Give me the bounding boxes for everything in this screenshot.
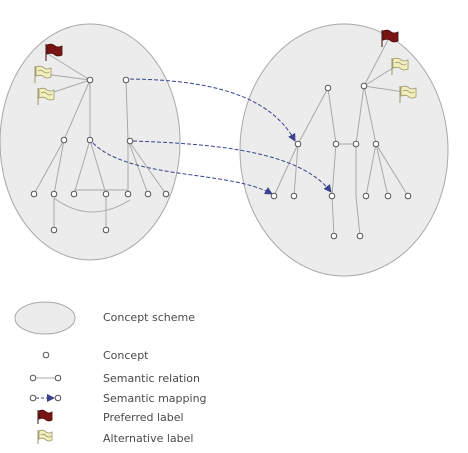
concept-node-icon	[29, 394, 37, 402]
legend-label-semantic-relation: Semantic relation	[103, 372, 200, 385]
mapping-arrow	[132, 140, 332, 193]
concept-node-icon	[332, 140, 340, 148]
left-semantic-relations	[33, 53, 167, 230]
left-alternative-labels	[34, 65, 55, 105]
concept-node-icon	[162, 190, 170, 198]
right-preferred-label	[381, 29, 399, 47]
concept-node-icon	[29, 374, 37, 382]
concept-node-icon	[352, 140, 360, 148]
mapping-arrow	[92, 142, 273, 195]
right-concept-scheme	[239, 23, 449, 277]
legend-label-concept-scheme: Concept scheme	[103, 311, 195, 324]
red-flag-icon	[45, 43, 63, 61]
concept-node-icon	[50, 226, 58, 234]
red-flag-icon	[37, 409, 53, 424]
concept-node-icon	[70, 190, 78, 198]
concept-node-icon	[86, 76, 94, 84]
concept-node-icon	[60, 136, 68, 144]
concept-node-icon	[290, 192, 298, 200]
legend-item-semantic-relation: Semantic relation	[29, 372, 200, 385]
concept-node-icon	[404, 192, 412, 200]
concept-node-icon	[86, 136, 94, 144]
wavy-flag-icon	[37, 87, 55, 105]
concept-node-icon	[54, 394, 62, 402]
concept-node-icon	[30, 190, 38, 198]
legend-item-alternative-label: Alternative label	[37, 429, 193, 445]
legend-label-preferred-label: Preferred label	[103, 411, 184, 424]
concept-node-icon	[324, 84, 332, 92]
concept-scheme-swatch	[14, 301, 76, 335]
concept-node-icon	[54, 374, 62, 382]
right-alternative-labels	[391, 57, 417, 103]
red-flag-icon	[381, 29, 399, 47]
right-concepts	[270, 82, 412, 240]
left-preferred-label	[45, 43, 63, 61]
concept-node-icon	[330, 232, 338, 240]
concept-node-icon	[270, 192, 278, 200]
legend-label-concept: Concept	[103, 349, 149, 362]
concept-node-icon	[102, 190, 110, 198]
semantic-mappings	[92, 78, 332, 195]
legend-item-concept-scheme: Concept scheme	[14, 301, 195, 335]
concept-node-icon	[328, 192, 336, 200]
concept-node-icon	[384, 192, 392, 200]
concept-node-icon	[122, 76, 130, 84]
legend-label-semantic-mapping: Semantic mapping	[103, 392, 207, 405]
concept-node-icon	[42, 351, 50, 359]
concept-node-icon	[126, 137, 134, 145]
wavy-flag-icon	[399, 85, 417, 103]
concept-node-icon	[144, 190, 152, 198]
right-semantic-relations	[273, 39, 409, 237]
mapping-arrow	[129, 78, 296, 142]
legend-label-alternative-label: Alternative label	[103, 432, 193, 445]
wavy-flag-icon	[37, 429, 53, 444]
legend: Concept scheme Concept Semantic relation…	[14, 301, 207, 445]
concept-node-icon	[362, 192, 370, 200]
concept-node-icon	[360, 82, 368, 90]
left-concepts	[30, 76, 170, 234]
legend-item-concept: Concept	[42, 349, 149, 362]
concept-node-icon	[294, 140, 302, 148]
concept-node-icon	[50, 190, 58, 198]
concept-node-icon	[124, 190, 132, 198]
concept-node-icon	[102, 226, 110, 234]
wavy-flag-icon	[391, 57, 409, 75]
concept-node-icon	[356, 232, 364, 240]
legend-item-semantic-mapping: Semantic mapping	[29, 392, 207, 405]
legend-item-preferred-label: Preferred label	[37, 409, 184, 424]
concept-node-icon	[372, 140, 380, 148]
wavy-flag-icon	[34, 65, 52, 83]
